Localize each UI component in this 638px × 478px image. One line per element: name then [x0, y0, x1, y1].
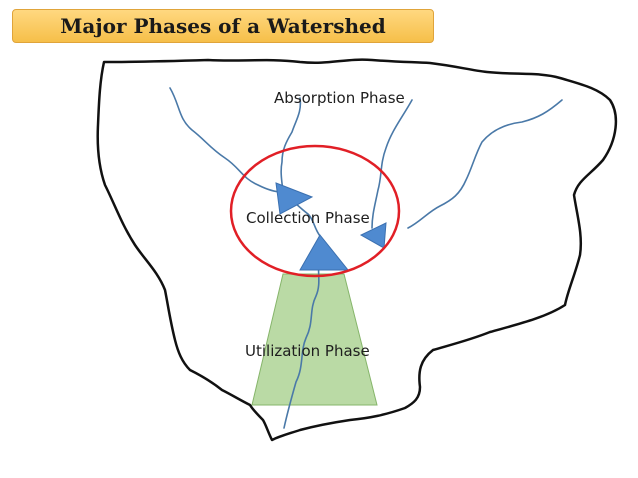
flow-arrow-upper [275, 182, 314, 215]
title-banner: Major Phases of a Watershed [12, 9, 434, 43]
stream-upper-left [169, 87, 283, 193]
utilization-zone [251, 273, 378, 406]
absorption-phase-label: Absorption Phase [274, 89, 405, 107]
diagram-title: Major Phases of a Watershed [60, 14, 386, 38]
stream-right [407, 99, 563, 229]
stream-upper-right-branch [371, 99, 413, 229]
stream-upper-center [280, 97, 302, 193]
collection-phase-label: Collection Phase [246, 209, 370, 227]
flow-arrow-right [359, 222, 387, 249]
stream-main-channel [283, 255, 321, 429]
collection-zone [229, 144, 401, 278]
utilization-phase-label: Utilization Phase [245, 342, 370, 360]
flow-arrow-center [299, 234, 350, 271]
watershed-boundary [96, 58, 618, 442]
